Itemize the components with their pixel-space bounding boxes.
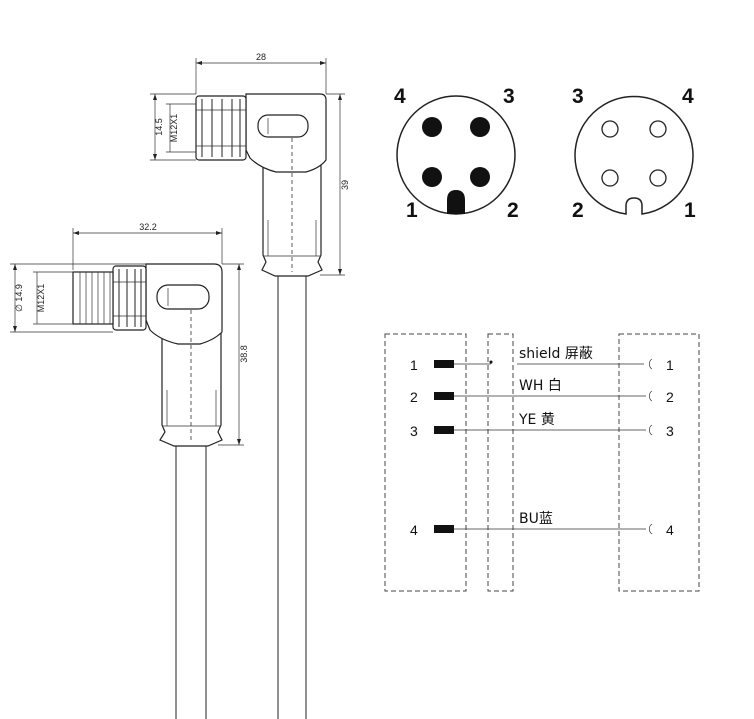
right-pin-label: 2	[666, 389, 674, 405]
wiring-row-2: 2 WH 白 2	[410, 378, 674, 405]
left-pin-terminal	[434, 525, 454, 533]
male-label-4: 4	[394, 85, 406, 108]
bottom-width-dim: 32.2	[139, 222, 157, 232]
right-connector-box	[618, 333, 700, 592]
wire-label: YE 黄	[518, 411, 555, 428]
bottom-height-dim: 38.8	[239, 345, 249, 363]
pinout-male: 4 3 1 2	[394, 85, 519, 222]
right-pin-label: 1	[666, 357, 674, 373]
left-pin-terminal	[434, 426, 454, 434]
bottom-thread-dim: M12X1	[36, 284, 46, 313]
right-socket-terminal	[648, 390, 653, 402]
connector-top-drawing: 28 39 14.5 M12X1	[150, 52, 350, 719]
male-label-1: 1	[406, 199, 418, 222]
pinout-female: 3 4 2 1	[572, 85, 696, 222]
male-pin-3	[470, 117, 490, 137]
left-pin-label: 1	[410, 357, 418, 373]
top-height-dim: 39	[340, 180, 350, 190]
wire-label: WH 白	[519, 378, 562, 394]
male-pin-4	[422, 117, 442, 137]
male-pin-1	[422, 167, 442, 187]
female-pin-3	[601, 120, 619, 138]
female-pin-4	[649, 120, 667, 138]
male-label-2: 2	[507, 199, 519, 222]
top-diameter-dim: 14.5	[154, 118, 164, 136]
male-key	[447, 190, 465, 214]
right-pin-label: 3	[666, 423, 674, 439]
pinout-female-face	[574, 95, 694, 215]
wiring-row-3: 3 YE 黄 3	[410, 411, 674, 439]
left-pin-label: 2	[410, 389, 418, 405]
right-socket-terminal	[648, 523, 653, 535]
connector-bottom-drawing: 32.2 38.8 ∅ 14.9 M12X1	[10, 222, 249, 719]
female-pin-2	[601, 169, 619, 187]
female-pin-1	[649, 169, 667, 187]
female-label-2: 2	[572, 199, 584, 222]
male-pin-2	[470, 167, 490, 187]
right-socket-terminal	[648, 424, 653, 436]
left-pin-terminal	[434, 392, 454, 400]
wire-label: BU蓝	[519, 511, 553, 527]
top-width-dim: 28	[256, 52, 266, 62]
left-pin-label: 3	[410, 423, 418, 439]
wire-label: shield 屏蔽	[519, 346, 593, 362]
right-pin-label: 4	[666, 522, 674, 538]
wiring-row-4: 4 BU蓝 4	[410, 511, 674, 538]
bottom-diameter-dim: ∅ 14.9	[14, 284, 24, 312]
wiring-row-1: 1 shield 屏蔽 1	[410, 346, 674, 373]
right-socket-terminal	[648, 358, 653, 370]
left-pin-label: 4	[410, 522, 418, 538]
male-label-3: 3	[503, 85, 515, 108]
wiring-diagram: 1 shield 屏蔽 1 2 WH 白 2 3 YE 黄 3	[384, 333, 700, 592]
left-pin-terminal	[434, 360, 454, 368]
female-label-4: 4	[682, 85, 694, 108]
female-label-1: 1	[684, 199, 696, 222]
left-connector-box	[384, 333, 467, 592]
cable-box	[487, 333, 514, 592]
top-thread-dim: M12X1	[169, 114, 179, 143]
female-label-3: 3	[572, 85, 584, 108]
